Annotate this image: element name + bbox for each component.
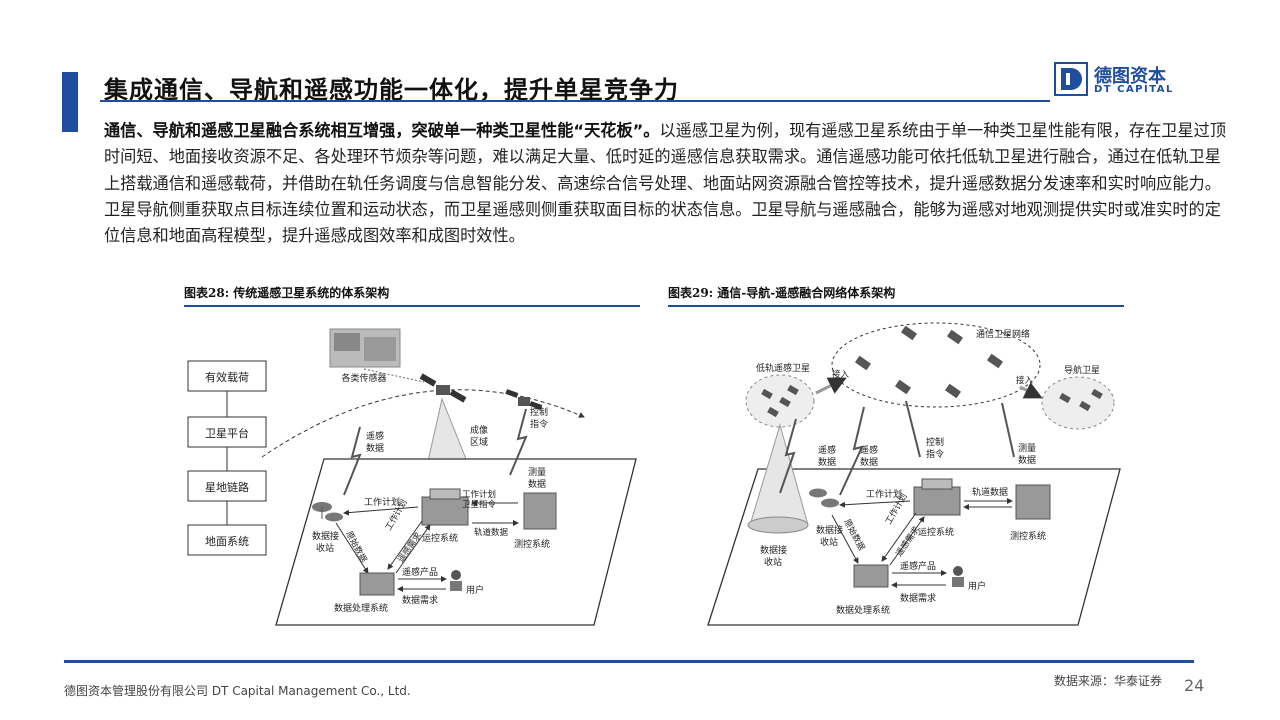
receiving-station-icon xyxy=(312,502,343,522)
figure-28-rule xyxy=(184,305,640,307)
ops-building-icon xyxy=(913,478,961,516)
link-rs-data-center xyxy=(839,406,865,496)
label-control-2: 指令 xyxy=(530,418,548,430)
label-access-right: 接入 xyxy=(1016,375,1034,386)
figure-29-rule xyxy=(668,305,1124,307)
logo-chinese-name: 德图资本 xyxy=(1094,66,1166,87)
body-paragraph: 通信、导航和遥感卫星融合系统相互增强，突破单一种类卫星性能“天花板”。以遥感卫星… xyxy=(104,118,1234,249)
link-rs-data xyxy=(343,426,362,496)
layer-platform: 卫星平台 xyxy=(205,426,249,440)
nav-cluster xyxy=(1041,376,1115,430)
figure-28-caption: 图表28: 传统遥感卫星系统的体系架构 xyxy=(184,286,390,300)
orbit-arc xyxy=(261,389,585,458)
label-imaging-1: 成像 xyxy=(470,424,488,436)
label-receiving-1: 数据接 xyxy=(312,530,339,542)
layer-payload: 有效载荷 xyxy=(205,370,249,384)
label-receiving-2: 收站 xyxy=(316,542,334,554)
tt-building-icon xyxy=(523,492,557,530)
label-receiving-2: 收站 xyxy=(820,536,838,548)
label-work-plan: 工作计划 xyxy=(866,488,902,500)
page-number: 24 xyxy=(1184,676,1205,695)
label-user: 用户 xyxy=(968,580,986,592)
label-ops: 运控系统 xyxy=(918,526,954,538)
label-nav: 导航卫星 xyxy=(1064,364,1100,376)
label-data-demand: 数据需求 xyxy=(402,594,438,606)
layer-link: 星地链路 xyxy=(205,480,249,494)
satellite-main-icon xyxy=(419,373,467,403)
label-access-left: 接入 xyxy=(832,369,850,380)
figure-29-caption: 图表29: 通信-导航-遥感融合网络体系架构 xyxy=(668,286,896,300)
label-control-1: 控制 xyxy=(530,406,548,418)
user-icon xyxy=(952,566,964,587)
dt-logo-icon xyxy=(1054,62,1088,96)
processing-building-icon xyxy=(359,572,395,596)
label-leo-rs: 低轨遥感卫星 xyxy=(756,362,810,374)
footer-company: 德图资本管理股份有限公司 DT Capital Management Co., … xyxy=(64,684,411,698)
label-comm-network: 通信卫星网络 xyxy=(976,328,1030,340)
leo-rs-satellites-icons xyxy=(761,384,799,418)
architecture-layers: 有效载荷 卫星平台 星地链路 地面系统 xyxy=(187,360,267,556)
label-ops: 运控系统 xyxy=(422,532,458,544)
page-title: 集成通信、导航和遥感功能一体化，提升单星竞争力 xyxy=(104,76,679,104)
figure-28-diagram: 有效载荷 卫星平台 星地链路 地面系统 各类传感器 xyxy=(187,328,637,626)
link-control xyxy=(905,400,921,458)
body-text: 以遥感卫星为例，现有遥感卫星系统由于单一种类卫星性能有限，存在卫星过顶时间短、地… xyxy=(104,121,1227,246)
label-measure-1: 测量 xyxy=(1018,443,1036,454)
footer-source: 数据来源：华泰证券 xyxy=(1054,674,1163,688)
label-control-1: 控制 xyxy=(926,436,944,448)
label-product: 遥感产品 xyxy=(900,560,936,572)
link-measure xyxy=(1001,402,1015,458)
label-processing: 数据处理系统 xyxy=(334,602,388,614)
sensors-image: 各类传感器 xyxy=(329,328,401,384)
label-rs-data-1: 遥感 xyxy=(366,430,384,442)
layer-ground: 地面系统 xyxy=(205,535,249,548)
sensors-label: 各类传感器 xyxy=(341,372,386,384)
receiving-station-icon xyxy=(809,488,839,508)
label-orbit-data: 轨道数据 xyxy=(474,527,509,538)
label-processing: 数据处理系统 xyxy=(836,604,890,616)
dt-capital-logo: 德图资本 DT CAPITAL xyxy=(1054,60,1184,100)
label-measure-1: 测量 xyxy=(528,467,546,478)
label-product: 遥感产品 xyxy=(402,566,438,578)
label-tt: 测控系统 xyxy=(1010,530,1046,542)
title-underline xyxy=(100,100,1050,102)
label-plan-cmd-1: 工作计划 xyxy=(462,489,496,500)
processing-building-icon xyxy=(853,564,889,588)
body-lead-sentence: 通信、导航和遥感卫星融合系统相互增强，突破单一种类卫星性能“天花板”。 xyxy=(104,121,660,140)
label-rs-data-b-1: 遥感 xyxy=(860,444,878,456)
label-measure-2: 数据 xyxy=(528,478,546,490)
logo-english-name: DT CAPITAL xyxy=(1094,84,1174,95)
figure-29-diagram: 通信卫星网络 低轨遥感卫星 导航卫星 接入 接入 数据接 收站 xyxy=(707,322,1121,626)
label-receiving-left-1: 数据接 xyxy=(760,544,787,556)
label-orbit-data: 轨道数据 xyxy=(972,486,1008,498)
label-work-plan: 工作计划 xyxy=(364,496,400,508)
label-rs-data-2: 数据 xyxy=(366,442,384,454)
tt-building-icon xyxy=(1015,484,1051,520)
label-imaging-2: 区域 xyxy=(470,436,488,448)
label-plan-cmd-2: 卫星指令 xyxy=(462,499,497,510)
satellite-second-icon xyxy=(505,389,543,410)
figure-29: 图表29: 通信-导航-遥感融合网络体系架构 通信卫星网络 低轨遥感卫星 xyxy=(668,284,1124,637)
label-rs-data-b-2: 数据 xyxy=(860,456,878,468)
label-rs-data-a-1: 遥感 xyxy=(818,444,836,456)
link-rs-data-left xyxy=(779,418,797,494)
ops-building-icon xyxy=(421,488,469,526)
label-rs-data-a-2: 数据 xyxy=(818,456,836,468)
comm-network-ring xyxy=(831,322,1041,408)
label-receiving-1: 数据接 xyxy=(816,524,843,536)
link-control xyxy=(509,408,528,476)
title-accent-bar xyxy=(62,72,78,132)
comm-satellites-icons xyxy=(854,325,1004,399)
label-data-demand: 数据需求 xyxy=(900,592,936,604)
figure-28: 图表28: 传统遥感卫星系统的体系架构 有效载荷 卫星平台 星地链路 地面系统 … xyxy=(184,284,640,637)
label-measure-2: 数据 xyxy=(1018,454,1036,466)
footer-rule xyxy=(64,660,1194,663)
user-icon xyxy=(450,570,462,591)
label-tt: 测控系统 xyxy=(514,538,550,550)
nav-satellites-icons xyxy=(1059,388,1103,412)
label-control-2: 指令 xyxy=(926,448,944,460)
label-receiving-left-2: 收站 xyxy=(764,556,782,568)
label-user: 用户 xyxy=(466,584,484,596)
